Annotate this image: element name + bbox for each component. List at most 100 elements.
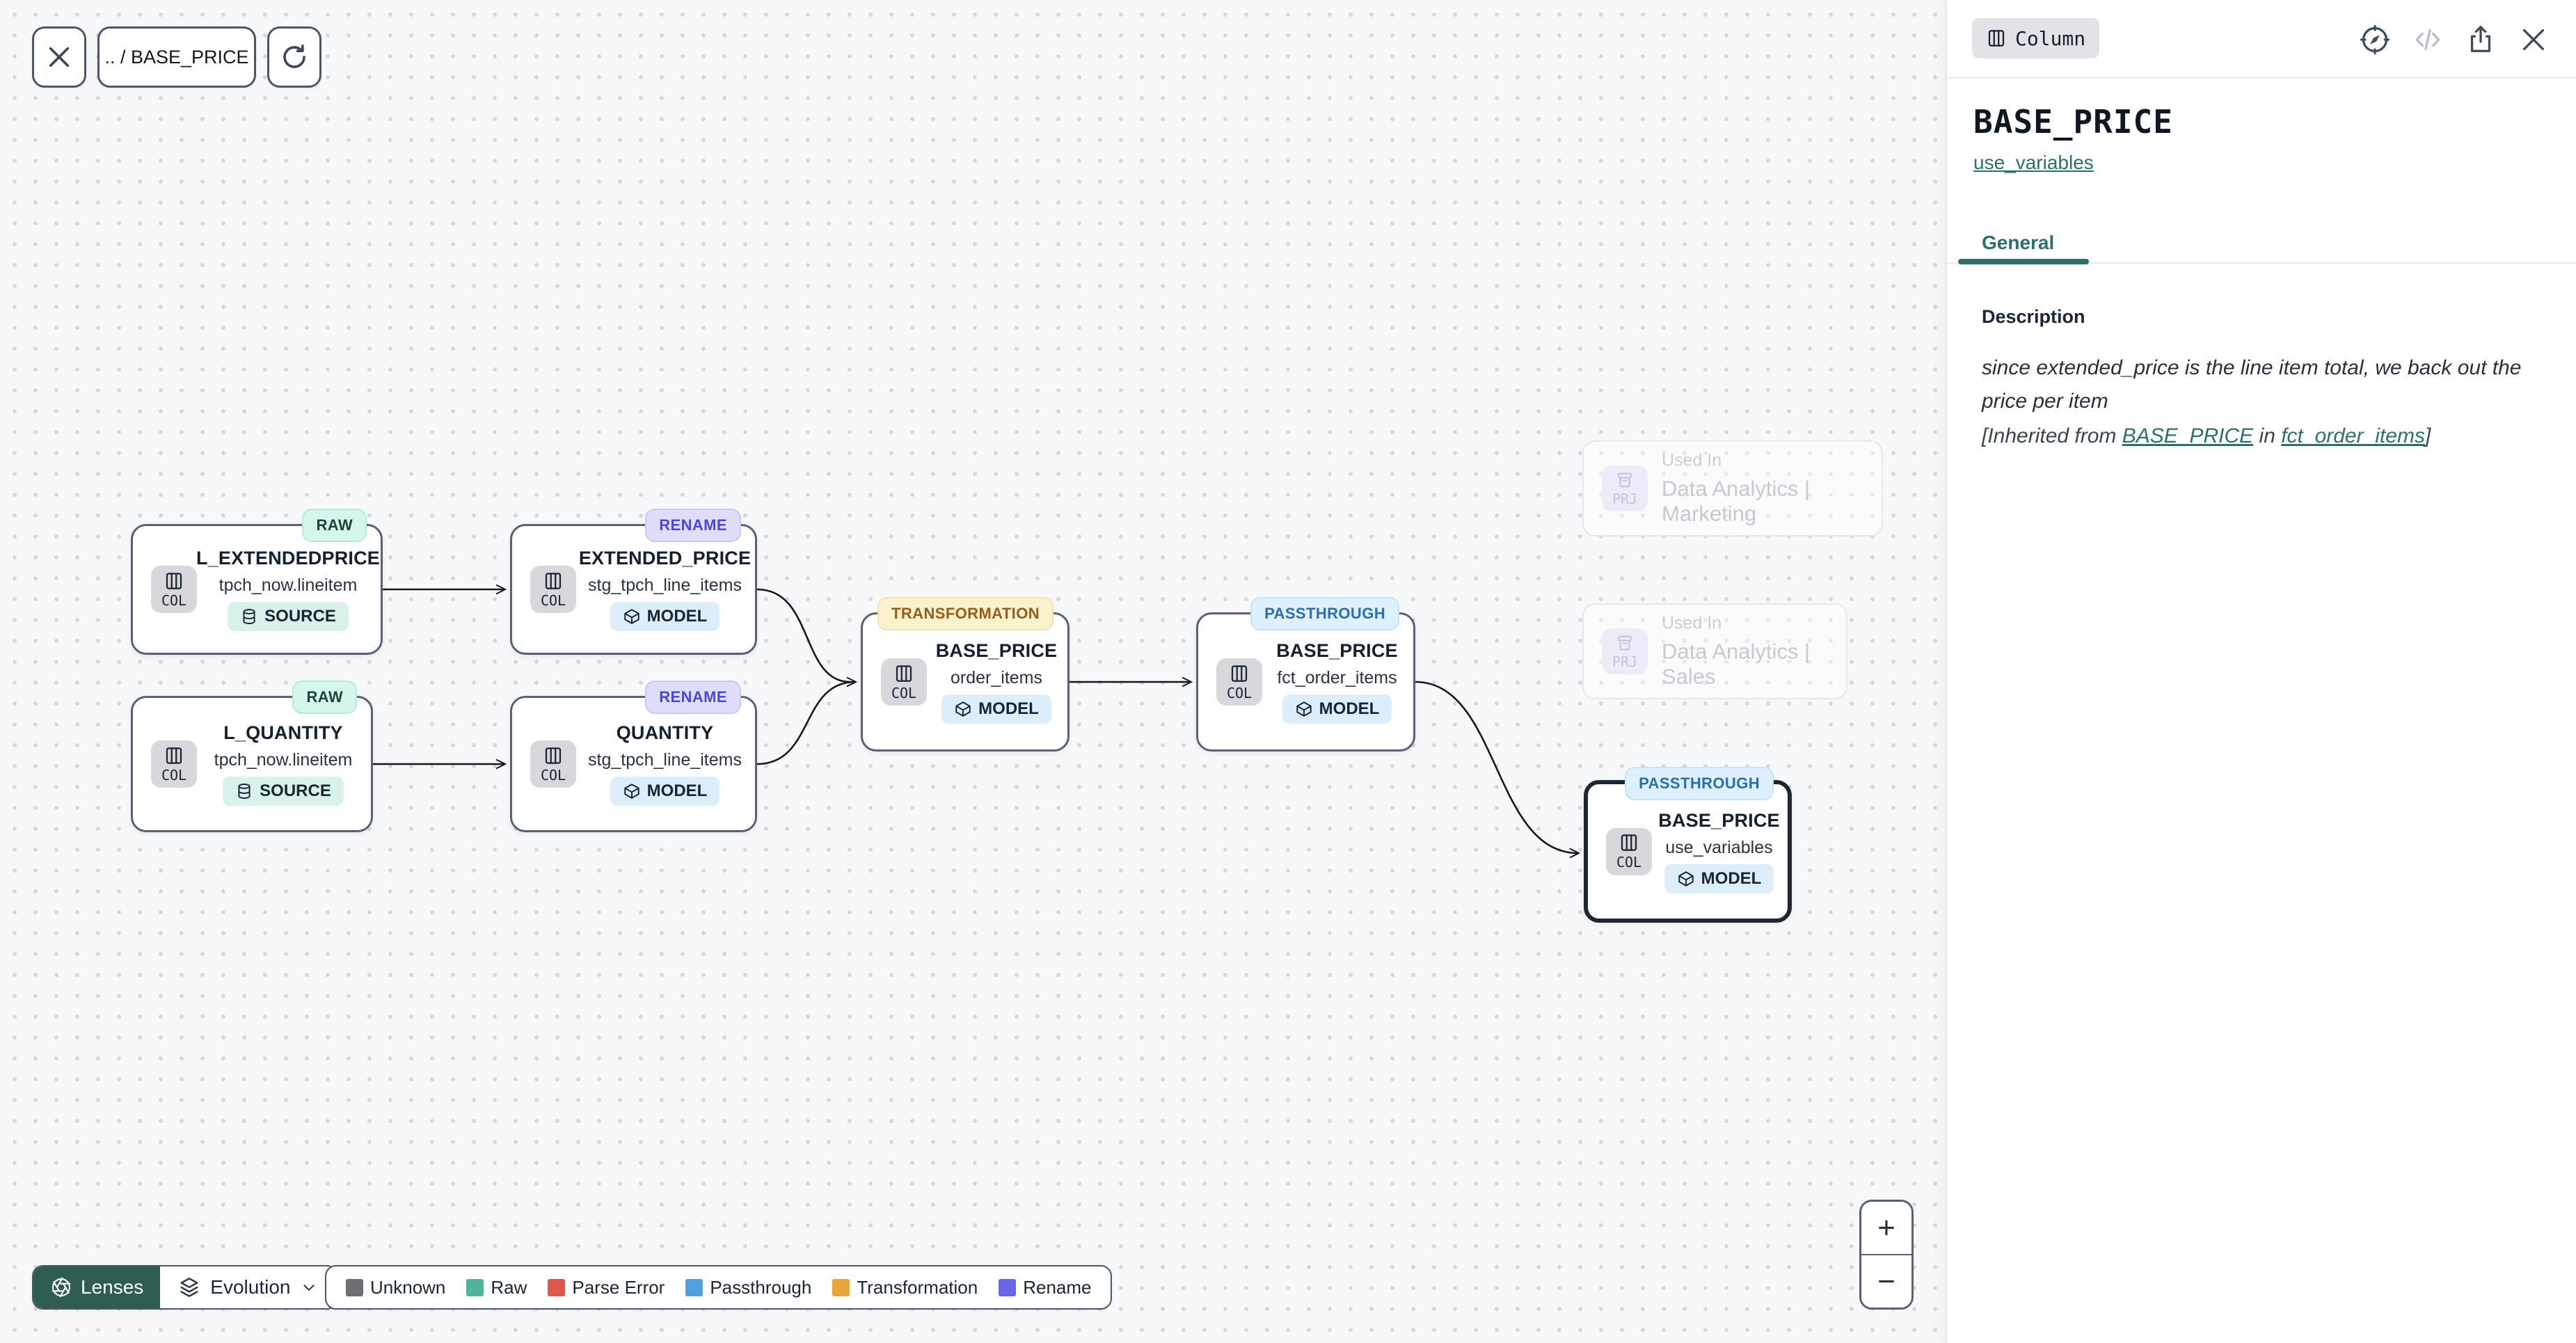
breadcrumb-label: .. / BASE_PRICE (104, 46, 249, 67)
chevron-down-icon (300, 1278, 318, 1296)
node-l-extendedprice[interactable]: RAW COL L_EXTENDEDPRICE tpch_now.lineite… (131, 509, 383, 655)
legend-swatch (832, 1278, 850, 1296)
node-title: L_EXTENDEDPRICE (196, 548, 381, 569)
legend-item-passthrough: Passthrough (685, 1277, 811, 1298)
columns-icon (543, 571, 564, 591)
node-l-quantity[interactable]: RAW COL L_QUANTITY tpch_now.lineitem SOU… (131, 681, 373, 832)
panel-title: BASE_PRICE (1973, 103, 2173, 141)
column-type-chip: COL (151, 566, 197, 613)
node-title: BASE_PRICE (935, 640, 1058, 661)
model-link[interactable]: use_variables (1973, 152, 2094, 173)
share-button[interactable] (2465, 24, 2497, 56)
tab-divider (1947, 262, 2576, 264)
description-heading: Description (1982, 306, 2085, 327)
columns-icon (1986, 28, 2007, 49)
project-chip: PRJ (1602, 628, 1648, 674)
legend-swatch (548, 1278, 566, 1296)
description-text: since extended_price is the line item to… (1982, 356, 2522, 413)
breadcrumb[interactable]: .. / BASE_PRICE (97, 26, 256, 88)
inherited-column-link[interactable]: BASE_PRICE (2122, 424, 2254, 447)
node-title: L_QUANTITY (223, 722, 343, 743)
columns-icon (543, 745, 564, 766)
panel-header: Column (1947, 0, 2576, 79)
legend-swatch (346, 1278, 363, 1296)
lens-badge: RENAME (645, 509, 741, 542)
cube-icon (623, 607, 641, 626)
node-quantity[interactable]: RENAME COL QUANTITY stg_tpch_line_items … (510, 681, 757, 832)
node-subtitle: order_items (951, 668, 1042, 688)
close-lineage-button[interactable] (32, 26, 86, 88)
node-subtitle: stg_tpch_line_items (588, 750, 742, 770)
layers-icon (178, 1276, 200, 1298)
legend-item-transformation: Transformation (832, 1277, 978, 1298)
tab-general[interactable]: General (1982, 232, 2055, 253)
node-title: BASE_PRICE (1658, 809, 1780, 831)
legend-item-parse-error: Parse Error (548, 1277, 665, 1298)
project-chip: PRJ (1602, 466, 1648, 511)
details-panel: Column BASE_PRICE use_variables General … (1946, 0, 2576, 1343)
zoom-out-button[interactable]: − (1861, 1255, 1911, 1308)
node-subtitle: tpch_now.lineitem (214, 750, 353, 770)
model-pill: MODEL (610, 602, 720, 631)
node-subtitle: fct_order_items (1277, 668, 1397, 688)
close-icon (2518, 24, 2550, 56)
active-tab-indicator (1958, 259, 2089, 264)
refresh-button[interactable] (267, 26, 321, 88)
column-type-chip: COL (530, 740, 576, 788)
lens-dropdown[interactable]: Evolution (160, 1266, 336, 1308)
legend-item-rename: Rename (999, 1277, 1091, 1298)
columns-icon (164, 745, 184, 766)
model-pill: MODEL (1664, 864, 1774, 893)
column-type-chip: COL (881, 658, 927, 706)
project-icon (1615, 470, 1635, 490)
cube-icon (623, 782, 641, 800)
close-panel-button[interactable] (2518, 24, 2550, 56)
zoom-in-button[interactable]: + (1861, 1202, 1911, 1255)
legend-swatch (999, 1278, 1017, 1296)
explore-lineage-button[interactable] (2359, 24, 2391, 56)
column-type-chip: COL (530, 566, 576, 613)
model-pill: MODEL (1282, 694, 1392, 724)
close-icon (45, 42, 74, 72)
database-icon (235, 782, 253, 800)
aperture-icon (50, 1276, 72, 1298)
lineage-canvas[interactable]: .. / BASE_PRICE RAW COL L_EXTENDEDPRICE … (0, 0, 1946, 1343)
used-in-heading: Used In (1662, 450, 1722, 470)
lens-badge: PASSTHROUGH (1250, 597, 1399, 630)
database-icon (240, 607, 258, 626)
columns-icon (1619, 832, 1639, 853)
used-in-node-sales: PRJ Used In Data Analytics | Sales (1582, 603, 1847, 699)
node-base-price-order-items[interactable]: TRANSFORMATION COL BASE_PRICE order_item… (861, 597, 1070, 752)
cube-icon (1677, 870, 1695, 888)
column-type-chip: COL (1216, 658, 1262, 706)
node-title: EXTENDED_PRICE (578, 548, 752, 569)
columns-icon (1229, 663, 1250, 684)
node-base-price-fct-order-items[interactable]: PASSTHROUGH COL BASE_PRICE fct_order_ite… (1196, 597, 1415, 752)
lenses-button[interactable]: Lenses (33, 1266, 161, 1308)
view-code-button[interactable] (2412, 24, 2444, 56)
node-base-price-use-variables[interactable]: PASSTHROUGH COL BASE_PRICE use_variables… (1584, 767, 1792, 923)
legend-swatch (466, 1278, 484, 1296)
compass-icon (2359, 24, 2391, 56)
legend-item-unknown: Unknown (346, 1277, 445, 1298)
lenses-label: Lenses (81, 1276, 144, 1298)
used-in-label: Data Analytics | Sales (1662, 639, 1811, 689)
zoom-controls: + − (1859, 1200, 1914, 1310)
legend-swatch (685, 1278, 703, 1296)
used-in-node-marketing: PRJ Used In Data Analytics | Marketing (1582, 440, 1883, 537)
lens-badge: PASSTHROUGH (1625, 767, 1774, 800)
lens-selected-label: Evolution (210, 1276, 291, 1298)
description-inherited: [Inherited from BASE_PRICE in fct_order_… (1982, 424, 2431, 447)
inherited-model-link[interactable]: fct_order_items (2281, 424, 2425, 447)
source-pill: SOURCE (223, 777, 344, 806)
columns-icon (164, 571, 184, 591)
refresh-icon (280, 42, 309, 72)
lens-badge: TRANSFORMATION (877, 597, 1054, 630)
column-type-chip: COL (151, 740, 197, 788)
node-title: QUANTITY (616, 722, 714, 743)
project-icon (1615, 633, 1635, 653)
node-extended-price[interactable]: RENAME COL EXTENDED_PRICE stg_tpch_line_… (510, 509, 757, 655)
columns-icon (893, 663, 914, 684)
lens-badge: RAW (292, 681, 357, 714)
lens-legend: Unknown Raw Parse Error Passthrough Tran… (325, 1265, 1113, 1310)
